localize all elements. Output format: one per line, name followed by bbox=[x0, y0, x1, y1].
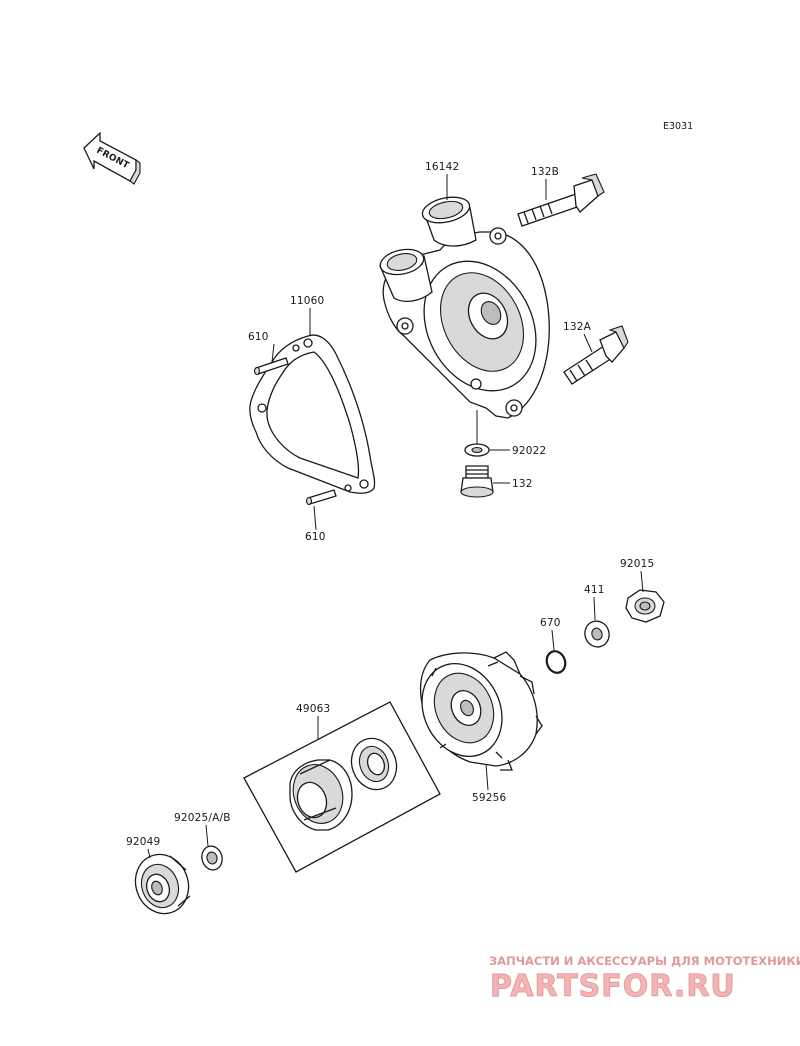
seal-kit-49063 bbox=[243, 701, 441, 873]
front-arrow-icon: FRONT bbox=[83, 131, 141, 185]
label-132b: 132B bbox=[531, 166, 559, 178]
bolt-132a bbox=[563, 325, 629, 385]
label-92025: 92025/A/B bbox=[174, 812, 231, 824]
watermark-logo: PARTSFOR.RU bbox=[490, 969, 736, 1004]
o-ring-670 bbox=[545, 650, 567, 674]
label-670: 670 bbox=[540, 617, 561, 629]
label-11060: 11060 bbox=[290, 295, 324, 307]
label-92015: 92015 bbox=[620, 558, 654, 570]
label-92049: 92049 bbox=[126, 836, 160, 848]
diagram-code: E3031 bbox=[663, 121, 693, 132]
label-610-top: 610 bbox=[248, 331, 269, 343]
washer-92022 bbox=[464, 443, 490, 457]
washer-411 bbox=[584, 620, 610, 648]
label-59256: 59256 bbox=[472, 792, 507, 804]
label-132: 132 bbox=[512, 478, 533, 490]
pump-cover-16142 bbox=[379, 196, 550, 419]
nut-92015 bbox=[625, 589, 665, 623]
impeller-59256 bbox=[419, 651, 543, 771]
watermark-tagline: ЗАПЧАСТИ И АКСЕССУАРЫ ДЛЯ МОТОТЕХНИКИ bbox=[489, 954, 800, 968]
label-49063: 49063 bbox=[296, 703, 330, 715]
washer-92025 bbox=[201, 845, 223, 871]
drain-bolt-132 bbox=[460, 465, 494, 498]
gasket-11060 bbox=[249, 334, 376, 494]
label-132a: 132A bbox=[563, 321, 592, 333]
dowel-pin-610-bottom bbox=[305, 489, 337, 506]
label-92022: 92022 bbox=[512, 445, 546, 457]
dowel-pin-610-top bbox=[253, 357, 289, 376]
bearing-92049 bbox=[134, 853, 191, 915]
label-610-bottom: 610 bbox=[305, 531, 326, 543]
label-16142: 16142 bbox=[425, 161, 459, 173]
bolt-132b bbox=[517, 173, 605, 227]
label-411: 411 bbox=[584, 584, 605, 596]
